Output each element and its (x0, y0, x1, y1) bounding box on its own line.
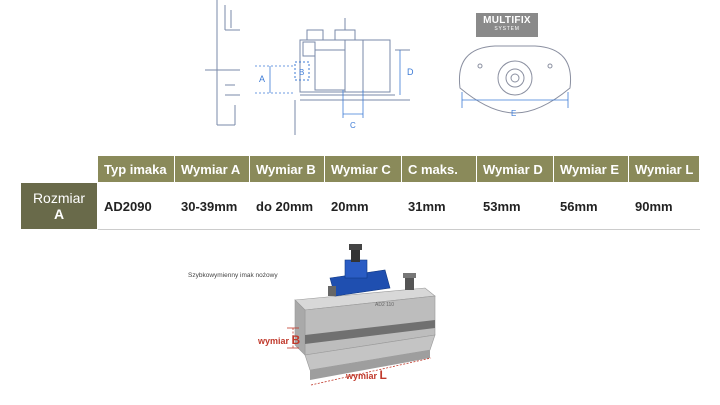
column-header: Wymiar A (174, 155, 250, 183)
row-header-size: A (53, 206, 65, 222)
logo-text: MULTIFIX (483, 15, 531, 26)
dimension-e-label: E (511, 109, 516, 118)
row-header: Rozmiar A (20, 182, 98, 230)
table-cell: 30-39mm (174, 182, 250, 230)
lathe-cross-section-drawing: A B C D (205, 0, 414, 135)
dimension-c-label: C (350, 121, 356, 130)
annotation-l-text: wymiar (346, 371, 378, 381)
table-cell: do 20mm (249, 182, 325, 230)
dimension-b-annotation: wymiar B (258, 333, 300, 347)
table-cell: 31mm (401, 182, 477, 230)
column-header: Typ imaka (97, 155, 175, 183)
table-row: Rozmiar A AD2090 30-39mm do 20mm 20mm 31… (20, 182, 700, 230)
column-header: Wymiar E (553, 155, 629, 183)
tool-holder-photo: AD2 110 (287, 244, 436, 386)
annotation-l-letter: L (379, 368, 387, 382)
table-header-row: Typ imaka Wymiar A Wymiar B Wymiar C C m… (20, 155, 700, 183)
holder-engraving: AD2 110 (375, 302, 394, 308)
product-caption: Szybkowymienny imak nożowy (188, 272, 278, 279)
column-header: Wymiar C (324, 155, 402, 183)
annotation-b-text: wymiar (258, 336, 290, 346)
annotation-b-letter: B (291, 333, 301, 347)
multifix-top-view-drawing: E (458, 45, 572, 118)
dimension-l-annotation: wymiar L (346, 368, 387, 382)
row-header-label: Rozmiar (32, 190, 86, 206)
column-header: Wymiar B (249, 155, 325, 183)
table-cell: 53mm (476, 182, 554, 230)
dimension-b-label: B (299, 68, 304, 77)
column-header: C maks. (401, 155, 477, 183)
dimension-d-label: D (407, 67, 414, 77)
column-header: Wymiar L (628, 155, 700, 183)
column-header: Wymiar D (476, 155, 554, 183)
logo-subtext: SYSTEM (494, 26, 520, 32)
table-cell: AD2090 (97, 182, 175, 230)
table-cell: 20mm (324, 182, 402, 230)
multifix-logo: MULTIFIX SYSTEM (476, 13, 538, 37)
table-cell: 90mm (628, 182, 700, 230)
specification-table: Typ imaka Wymiar A Wymiar B Wymiar C C m… (20, 155, 700, 230)
table-cell: 56mm (553, 182, 629, 230)
table-corner (20, 155, 98, 183)
dimension-a-label: A (259, 74, 265, 84)
